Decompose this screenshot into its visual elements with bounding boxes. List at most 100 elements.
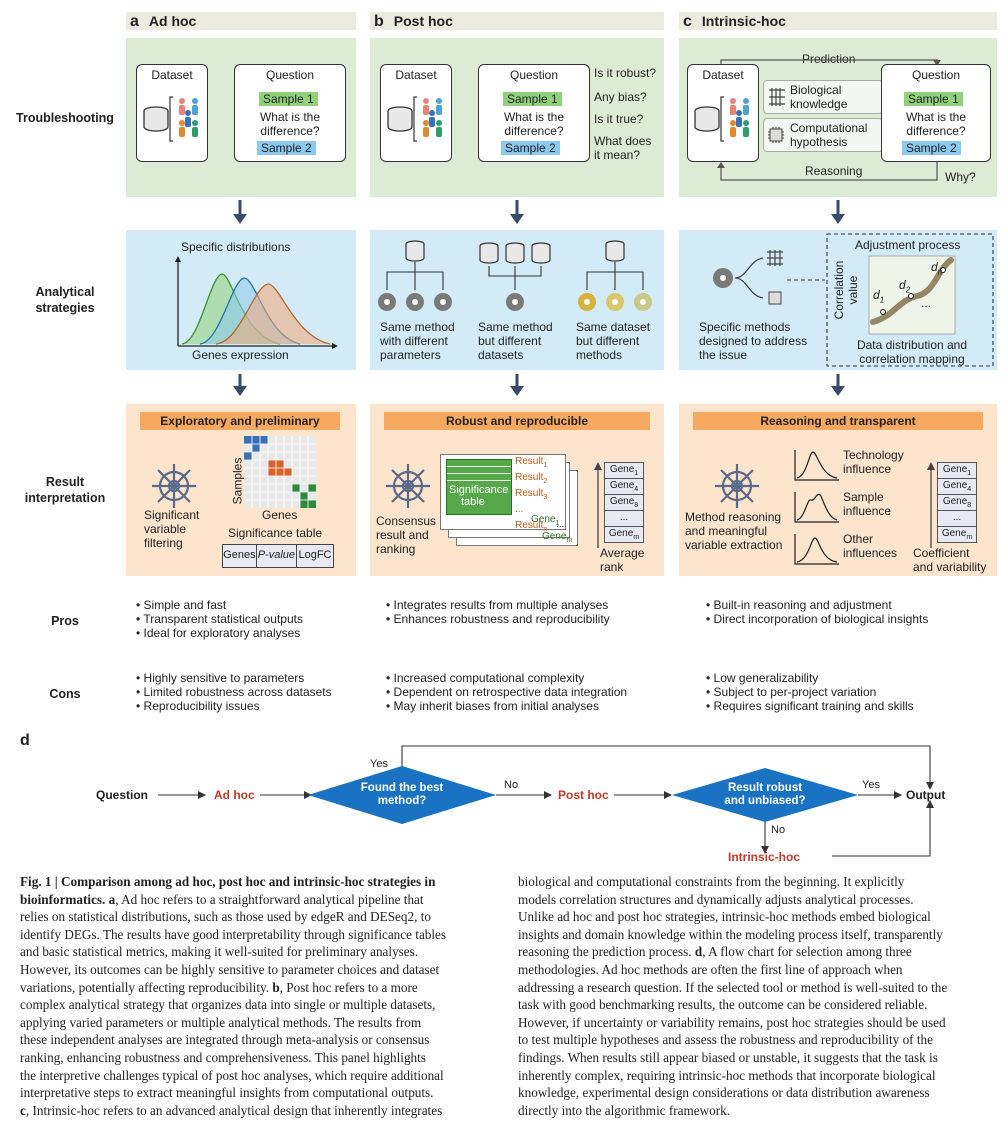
influence-curves [794,450,839,565]
list-item: • Transparent statistical outputs [136,612,303,626]
sample-1-tag: Sample 1 [259,92,318,106]
d1-label: d1 [873,288,885,305]
result-panel-c: Reasoning and transparent Method reasoni… [679,404,997,576]
dn-label: dn [931,260,943,277]
column-letter: c [683,13,692,30]
heatmap-icon [244,436,316,508]
caption-line: relies on statistical distributions, suc… [20,909,431,925]
result-item: Resultn [515,520,548,533]
analysis-structure-diagram [378,240,652,311]
caption-line: these independent analyses are integrate… [20,1032,430,1048]
caption-line: However, its outcomes can be highly sens… [20,961,440,977]
caption-line: bioinformatics. a, Ad hoc refers to a st… [20,891,424,907]
list-item: • Dependent on retrospective data integr… [386,685,628,699]
result-item: Result3 [515,488,548,501]
caption-line: interpretative steps to extract meaningf… [20,1085,434,1101]
gene-coef-2: Gene4 [937,478,977,495]
pros-a: • Simple and fast • Transparent statisti… [136,598,303,640]
flow-yes-1: Yes [370,758,388,770]
caption-line: directly into the algorithmic framework. [518,1102,731,1118]
question-label: Question [911,68,961,82]
caption-line: findings. When results still appear bias… [518,1049,938,1065]
exploratory-tag: Exploratory and preliminary [140,412,340,430]
samples-label: Samples [230,457,245,505]
caption-left: Fig. 1 | Comparison among ad hoc, post h… [20,873,498,1119]
dataset-label: Dataset [702,68,744,82]
adjustment-process-label: Adjustment process [855,238,961,252]
list-item: • May inherit biases from initial analys… [386,699,599,713]
list-item: • Built-in reasoning and adjustment [706,598,892,612]
question-label: Question [509,68,559,82]
flow-adhoc: Ad hoc [214,788,255,802]
caption-right: biological and computational constraints… [518,873,1000,1119]
caption-line: However, if uncertainty or variability r… [518,1014,946,1030]
column-letter: b [374,13,384,30]
flow-output: Output [906,788,946,802]
flow-no-2: No [771,824,786,836]
bias-question: Any bias? [594,90,647,104]
cons-a: • Highly sensitive to parameters • Limit… [136,671,332,713]
caption-line: ranking, enhancing robustness and compre… [20,1049,426,1065]
column-title: Ad hoc [148,13,197,29]
down-arrows-1 [233,200,845,224]
cons-b: • Increased computational complexity • D… [386,671,627,713]
sample-1-tag: Sample 1 [503,92,562,106]
list-item: • Low generalizability [706,671,819,685]
gene-rank-3: Gene8 [604,494,644,511]
list-item: • Limited robustness across datasets [136,685,332,699]
pros-b: • Integrates results from multiple analy… [386,598,610,626]
caption-line: to test multiple hypotheses and assess t… [518,1032,933,1048]
list-item: • Subject to per-project variation [706,685,877,699]
list-item: • Highly sensitive to parameters [136,671,305,685]
genes-expression-label: Genes expression [192,348,289,362]
rank-arrow [594,462,602,548]
caption-line: models correlation structures and dynami… [518,891,914,907]
robust-tag: Robust and reproducible [384,412,650,430]
genem-label: Genem [542,531,573,544]
caption-line: the interpretive challenges typical of p… [20,1067,444,1083]
flow-intrinsic: Intrinsic-hoc [728,850,801,864]
why-label: Why? [945,170,976,184]
chip-icon [768,127,784,143]
specific-distributions-label: Specific distributions [181,240,291,254]
result-item: ... [515,504,524,515]
gene-coef-4: ... [937,510,977,527]
caption-line: knowledge, experimental design considera… [518,1085,930,1101]
intrinsic-method-diagram [713,233,994,367]
dataset-people-icon [143,96,198,142]
caption-line: complex analytical strategy that organiz… [20,997,436,1013]
cons-c: • Low generalizability • Subject to per-… [706,671,914,713]
prediction-label: Prediction [802,52,856,66]
coef-arrow [927,462,935,548]
pros-c: • Built-in reasoning and adjustment • Di… [706,598,928,626]
list-item: • Requires significant training and skil… [706,699,914,713]
analytical-panel-a: Specific distributions Genes expression [126,230,356,370]
flow-chart [158,745,934,857]
helm-icon [152,464,196,508]
caption-line: addressing a research question. If the s… [518,979,948,995]
caption-line: inherently complex, requiring intrinsic-… [518,1067,936,1083]
dataset-label: Dataset [395,68,437,82]
